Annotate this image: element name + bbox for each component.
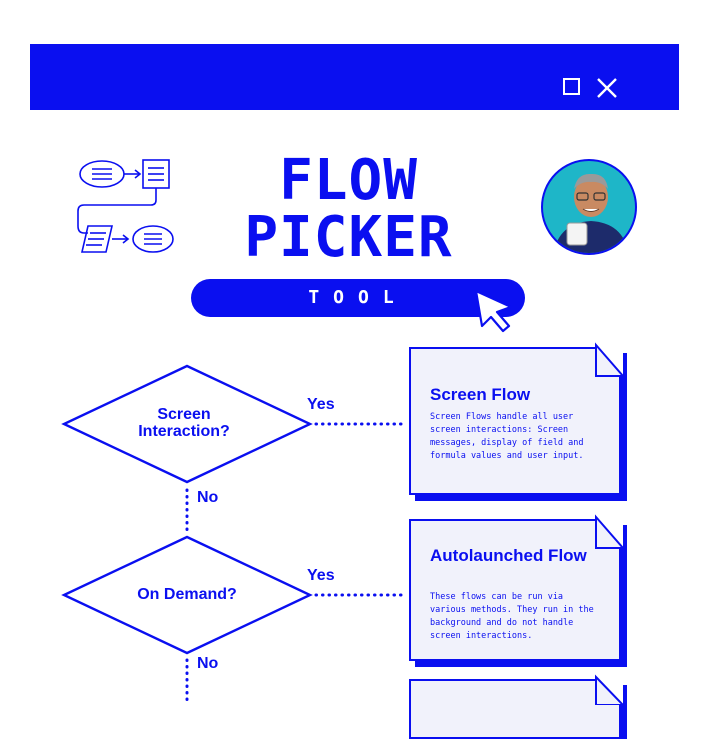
- yes-label-2: Yes: [307, 567, 335, 584]
- maximize-icon[interactable]: [563, 78, 580, 95]
- decision-label-2: On Demand?: [137, 586, 237, 603]
- card-fold-icon: [595, 514, 626, 549]
- card-fold-icon: [595, 342, 626, 377]
- decision-diamond-2: [61, 535, 313, 655]
- result-card-autolaunched-flow: Autolaunched Flow These flows can be run…: [409, 519, 621, 661]
- yes-label-1: Yes: [307, 396, 335, 413]
- decision-label-1: Screen Interaction?: [138, 406, 230, 440]
- title-line-1: FLOW: [279, 148, 418, 213]
- card-body: Screen Flows handle all user screen inte…: [430, 412, 584, 461]
- card-title: Autolaunched Flow: [430, 546, 587, 565]
- avatar: [541, 159, 637, 255]
- close-icon[interactable]: [596, 78, 618, 98]
- no-label-2: No: [197, 655, 219, 672]
- result-card-screen-flow: Screen Flow Screen Flows handle all user…: [409, 347, 621, 495]
- flow-diagram-icon: [77, 159, 174, 253]
- tool-badge: TOOL: [191, 279, 525, 317]
- card-fold-icon: [595, 674, 625, 705]
- card-body: These flows can be run via various metho…: [430, 592, 594, 641]
- decision-diamond-1: [61, 364, 313, 484]
- flowchart: [61, 364, 408, 705]
- no-label-1: No: [197, 489, 219, 506]
- window-titlebar: [30, 44, 679, 110]
- title-line-2: PICKER: [244, 205, 453, 270]
- card-title: Screen Flow: [430, 385, 531, 404]
- cursor-icon: [474, 289, 513, 333]
